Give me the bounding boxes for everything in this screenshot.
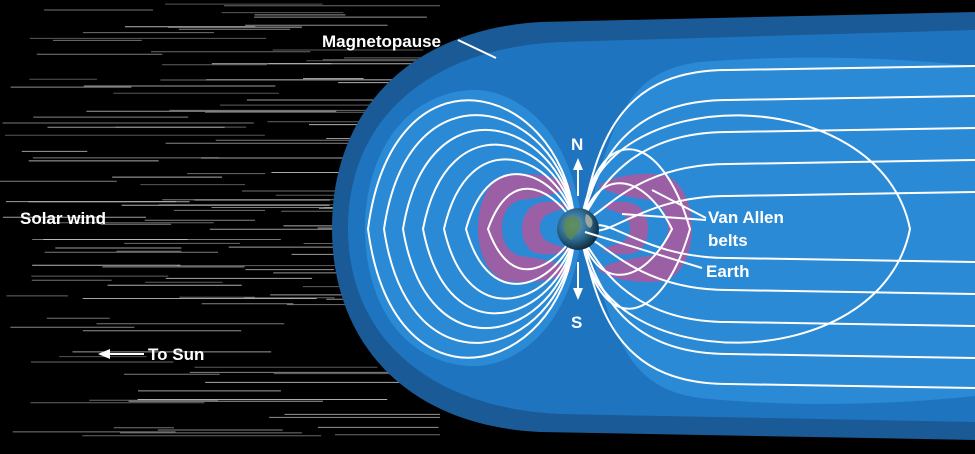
solar-wind-streaks: [0, 3, 440, 437]
solar-wind-label: Solar wind: [20, 209, 106, 228]
earth-pointer: [584, 231, 703, 269]
van-allen-outer-belt-right: [598, 173, 692, 283]
field-line-tail-north: [581, 127, 975, 221]
north-label: N: [571, 135, 583, 154]
van-allen-label-line2: belts: [708, 231, 748, 250]
north-arrow: [573, 158, 583, 196]
field-line-tail-south: [581, 234, 975, 389]
south-arrow: [573, 262, 583, 300]
earth-globe: [557, 208, 599, 250]
to-sun-arrow: [98, 349, 144, 359]
to-sun-label: To Sun: [148, 345, 204, 364]
van-allen-label-line1: Van Allen: [708, 208, 784, 227]
field-line-dayside: [366, 99, 575, 359]
van-allen-inner-belt-left: [522, 201, 568, 255]
field-line-dayside: [486, 187, 575, 271]
field-line-dayside: [421, 143, 575, 315]
van-allen-pointer-outer: [651, 189, 707, 219]
field-line-dayside: [442, 158, 575, 300]
van-allen-pointer-inner: [621, 213, 707, 221]
field-line-dayside: [464, 173, 575, 285]
magnetopause-label: Magnetopause: [322, 32, 441, 51]
south-label: S: [571, 313, 582, 332]
field-line-tail-north: [581, 95, 975, 222]
field-line-tail-north: [581, 65, 975, 224]
earth-label: Earth: [706, 262, 749, 281]
field-line-tail-south: [581, 236, 975, 359]
field-line-nightside: [581, 114, 912, 344]
field-line-dayside: [401, 129, 575, 329]
field-line-dayside: [382, 114, 575, 344]
magnetosphere-inner-day: [365, 89, 580, 367]
magnetopause-pointer: [457, 39, 497, 59]
field-line-tail-south: [581, 237, 975, 327]
